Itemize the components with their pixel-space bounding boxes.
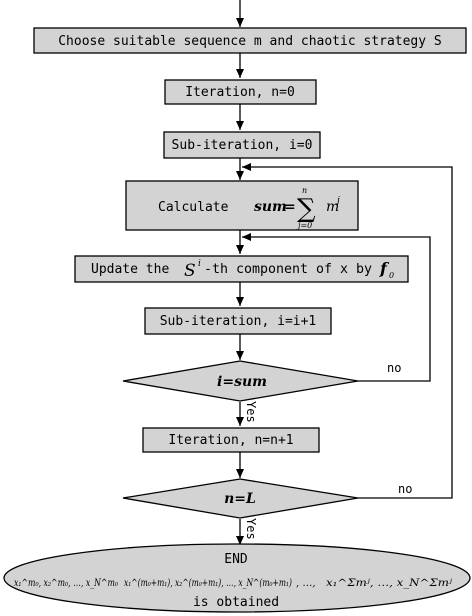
decision-n-diamond (122, 478, 359, 519)
end-seq2: x₁^(m₀+m₁), x₂^(m₀+m₁), …, x_N^(m₀+m₁) (124, 578, 292, 589)
decision-i-diamond (122, 360, 359, 402)
update-f: f (379, 259, 390, 278)
end-sep: , …, (296, 578, 316, 589)
end-ellipse (3, 543, 471, 613)
decision-n-text: n=L (224, 491, 256, 507)
calculate-sigma-lower: j=0 (296, 221, 312, 230)
calculate-sum-lhs: sum (254, 199, 287, 215)
iteration-inc-box (142, 427, 320, 453)
iteration-init-text: Iteration, n=0 (185, 85, 295, 100)
subiteration-inc-text: Sub-iteration, i=i+1 (160, 314, 317, 329)
subiteration-init-text: Sub-iteration, i=0 (172, 138, 313, 153)
subiteration-inc-box (144, 307, 332, 335)
loop-no-i (242, 233, 431, 382)
calculate-term-sup: j (335, 196, 340, 206)
choose-box (33, 27, 467, 54)
iteration-inc-text: Iteration, n=n+1 (168, 433, 293, 448)
update-box (74, 255, 409, 283)
update-s: S (184, 261, 196, 281)
label-no-n: no (398, 482, 412, 496)
calculate-term: m (326, 199, 339, 215)
calculate-sigma-upper: n (302, 186, 307, 195)
calculate-sigma: ∑ (297, 194, 316, 224)
end-seq1: x₁^m₀, x₂^m₀, …, x_N^m₀ (14, 578, 118, 589)
calculate-label: Calculate (158, 200, 229, 215)
calculate-box (125, 180, 359, 231)
end-title: END (224, 552, 248, 567)
end-seq3: x₁^Σmʲ, …, x_N^Σmʲ (326, 578, 452, 589)
update-f-sub: 0 (389, 271, 394, 280)
update-mid: -th component of x by (204, 262, 372, 277)
iteration-init-box (164, 79, 317, 105)
calculate-equals: = (284, 199, 296, 215)
choose-text: Choose suitable sequence m and chaotic s… (58, 34, 442, 49)
decision-i-text: i=sum (217, 374, 267, 390)
label-no-i: no (387, 361, 401, 375)
label-yes-i: Yes (244, 401, 258, 423)
update-s-sup: i (198, 259, 201, 269)
update-pre: Update the (91, 262, 169, 277)
end-obtained: is obtained (193, 595, 279, 610)
subiteration-init-box (163, 131, 321, 159)
label-yes-n: Yes (244, 518, 258, 540)
loop-no-n (242, 163, 453, 499)
